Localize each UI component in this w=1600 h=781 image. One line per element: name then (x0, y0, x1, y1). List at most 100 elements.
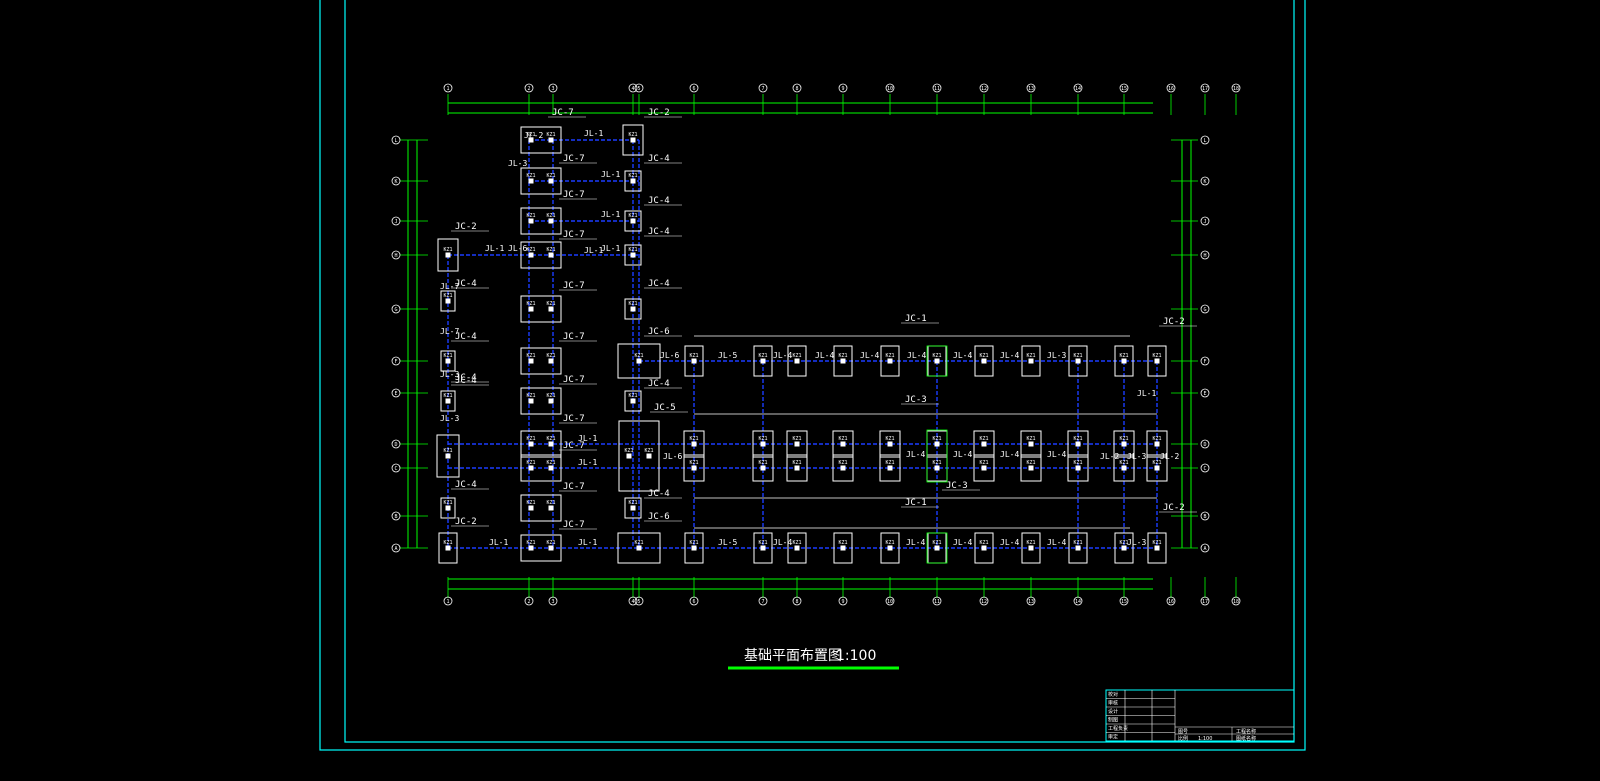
column-label: KZ1 (546, 213, 555, 219)
axis-bubble-right (1200, 511, 1210, 521)
column-label: KZ1 (526, 213, 535, 219)
beam-label: JL-6 (660, 351, 679, 360)
beam-label: JL-4 (1000, 351, 1019, 360)
beam-label: JL-4 (1000, 538, 1019, 547)
beam-label: JL-1 (578, 538, 597, 547)
column-label: KZ1 (1152, 460, 1161, 466)
column-label: KZ1 (644, 448, 653, 454)
column-label: KZ1 (526, 353, 535, 359)
axis-bubble-top (792, 83, 802, 93)
footing-pad (1113, 454, 1135, 482)
beam-label: JL-4 (953, 538, 972, 547)
column-square (760, 441, 766, 447)
axis-bubble-right (1200, 135, 1210, 145)
beam-label: JL-4 (1047, 538, 1066, 547)
footing-pad (1021, 532, 1041, 564)
title-block-right-label: 图纸名称 (1236, 735, 1256, 742)
column-square (1154, 465, 1160, 471)
footing-pad (683, 454, 705, 482)
beam-label: JL-7 (440, 282, 459, 291)
footing-pad (974, 532, 994, 564)
footing-pad-jc5 (618, 420, 660, 492)
footing-label: JC-7 (563, 520, 585, 530)
column-square (630, 398, 636, 404)
title-block-label: 工程负责 (1108, 725, 1128, 732)
footing-label: JC-2 (455, 222, 477, 232)
footing-label: JC-7 (552, 108, 574, 118)
column-square (630, 178, 636, 184)
footing-pad (438, 532, 458, 564)
axis-bubble-top (524, 83, 534, 93)
footing-pad (879, 454, 901, 482)
axis-label-bottom: 9 (841, 599, 844, 605)
column-label: KZ1 (1119, 540, 1128, 546)
column-label: KZ1 (1152, 540, 1161, 546)
footing-label: JC-7 (563, 482, 585, 492)
beam-label: JL-1 (485, 244, 504, 253)
beam-label: JL-5 (718, 538, 737, 547)
footing-label: JC-7 (563, 154, 585, 164)
column-label: KZ1 (1073, 436, 1082, 442)
footing-pad (520, 167, 562, 195)
axis-label-left: D (394, 442, 397, 448)
axis-label-top: 4 (631, 86, 634, 92)
axis-label-bottom: 3 (551, 599, 554, 605)
footing-label: JC-4 (648, 379, 670, 389)
column-square (934, 465, 940, 471)
column-square (1028, 545, 1034, 551)
axis-label-right: C (1203, 466, 1206, 472)
axis-label-bottom: 7 (761, 599, 764, 605)
axis-bubble-right (1200, 463, 1210, 473)
column-label: KZ1 (885, 353, 894, 359)
axis-label-left: C (394, 466, 397, 472)
column-square (1075, 545, 1081, 551)
axis-label-right: E (1203, 391, 1206, 397)
beam-label: JL-4 (773, 538, 792, 547)
footing-label: JC-6 (648, 512, 670, 522)
column-square (887, 441, 893, 447)
title-block-label: 设计 (1108, 708, 1118, 715)
axis-label-left: J (394, 219, 397, 225)
column-label: KZ1 (979, 540, 988, 546)
column-square (794, 465, 800, 471)
beam-label: JL-3 (440, 370, 459, 379)
footing-pad (787, 345, 807, 377)
footing-pad (624, 497, 642, 519)
footing-label: JC-5 (654, 403, 676, 413)
axis-bubble-right (1200, 543, 1210, 553)
column-label: KZ1 (689, 436, 698, 442)
column-square (630, 218, 636, 224)
column-label: KZ1 (1073, 460, 1082, 466)
axis-label-top: 9 (841, 86, 844, 92)
column-label: KZ1 (1026, 460, 1035, 466)
column-square (626, 453, 632, 459)
column-square (636, 358, 642, 364)
column-square (548, 398, 554, 404)
column-label: KZ1 (838, 436, 847, 442)
axis-bubble-bottom (885, 596, 895, 606)
axis-bubble-bottom (979, 596, 989, 606)
column-label: KZ1 (932, 436, 941, 442)
footing-pad (440, 350, 456, 372)
footing-pad (1068, 345, 1088, 377)
footing-pad (1147, 345, 1167, 377)
axis-bubble-left (391, 388, 401, 398)
footing-label: JC-1 (905, 498, 927, 508)
column-label: KZ1 (932, 353, 941, 359)
column-square (630, 306, 636, 312)
axis-bubble-bottom (689, 596, 699, 606)
axis-bubble-top (885, 83, 895, 93)
axis-bubble-bottom (1166, 596, 1176, 606)
column-square (1028, 358, 1034, 364)
axis-label-left: L (394, 138, 397, 144)
axis-label-top: 18 (1233, 86, 1239, 92)
column-square (528, 178, 534, 184)
footing-pad (1020, 454, 1042, 482)
title-block-label: 审核 (1108, 700, 1118, 707)
column-square (887, 358, 893, 364)
column-label: KZ1 (443, 353, 452, 359)
column-label: KZ1 (546, 393, 555, 399)
footing-label: JC-4 (648, 279, 670, 289)
